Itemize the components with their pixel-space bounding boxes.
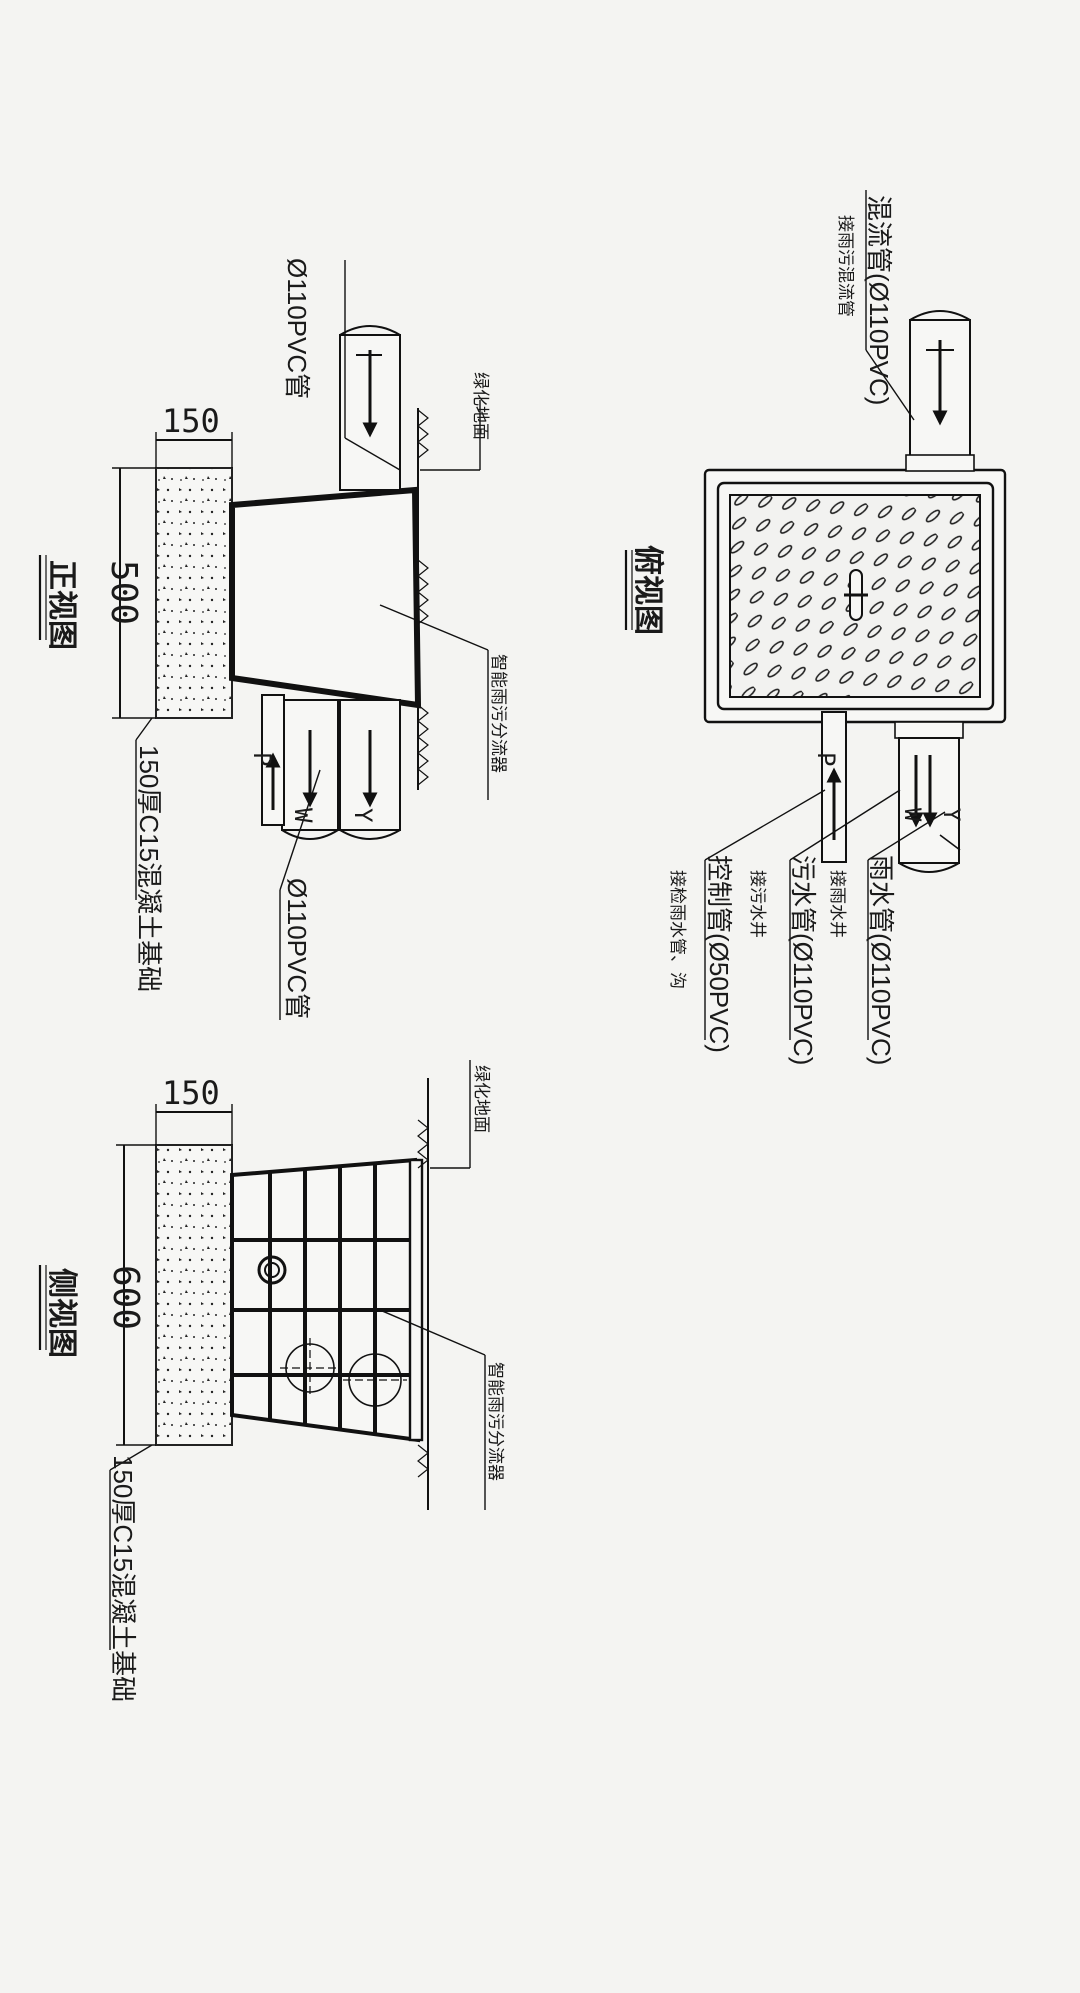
side-concrete-base <box>155 1144 233 1446</box>
side-dim-height: 600 <box>105 1265 146 1330</box>
top-view <box>624 190 1007 1040</box>
front-mark-y: Y <box>349 808 377 823</box>
top-rain-sub: 接雨水井 <box>828 870 847 938</box>
top-rain-label: 雨水管(Ø110PVC) <box>866 855 896 1065</box>
front-dim-height: 500 <box>103 560 144 625</box>
front-mark-w: W <box>289 808 317 823</box>
top-inlet-sub: 接雨污混流管 <box>836 215 855 317</box>
front-ground-label: 绿化地面 <box>471 372 490 440</box>
side-device-label: 智能雨污分流器 <box>486 1362 505 1481</box>
front-outlet-label: Ø110PVC管 <box>282 878 312 1019</box>
top-view-title: 俯视图 <box>631 545 665 635</box>
top-sewage-label: 污水管(Ø110PVC) <box>788 855 818 1065</box>
front-concrete-base <box>155 467 233 719</box>
top-control-sub: 接检雨水管、沟 <box>668 870 687 989</box>
front-view <box>38 260 489 1020</box>
top-inlet-label: 混流管(Ø110PVC) <box>864 195 894 405</box>
side-base-note: 150厚C15混凝土基础 <box>108 1455 138 1702</box>
side-view-title: 侧视图 <box>45 1268 78 1358</box>
front-dim-width: 150 <box>162 402 220 440</box>
front-tank-body <box>229 486 422 709</box>
top-mark-p: P <box>812 752 840 766</box>
front-view-title: 正视图 <box>45 560 78 650</box>
top-control-label: 控制管(Ø50PVC) <box>704 855 734 1053</box>
front-mark-p: P <box>248 752 276 766</box>
front-inlet-label: Ø110PVC管 <box>282 258 312 399</box>
top-sewage-sub: 接污水井 <box>748 870 767 938</box>
side-dim-width: 150 <box>162 1074 220 1112</box>
front-device-label: 智能雨污分流器 <box>489 654 508 773</box>
side-view <box>38 1060 486 1650</box>
top-mark-w: W <box>899 808 924 822</box>
front-base-note: 150厚C15混凝土基础 <box>134 745 164 992</box>
side-cage <box>230 1157 421 1443</box>
top-mark-y: Y <box>938 808 963 821</box>
side-ground-label: 绿化地面 <box>472 1065 491 1133</box>
